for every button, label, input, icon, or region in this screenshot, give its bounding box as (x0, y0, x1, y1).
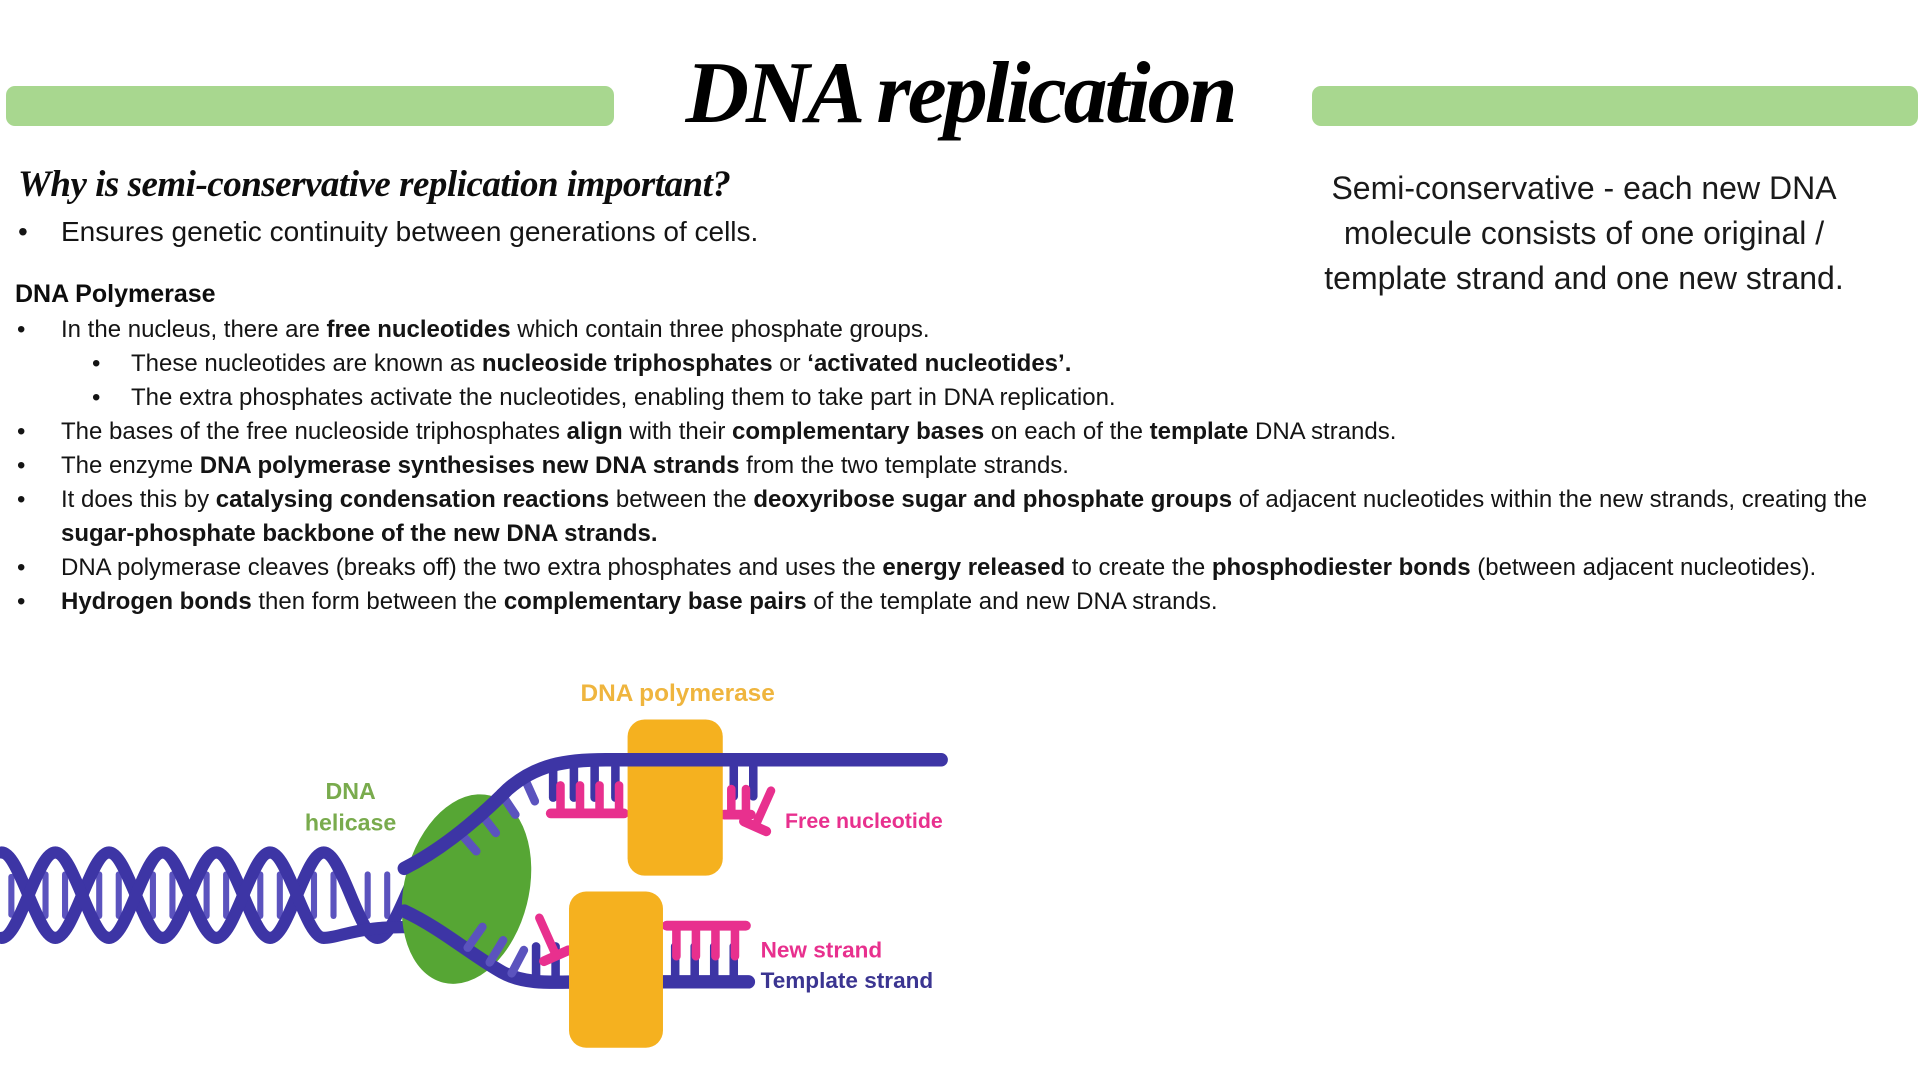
bullet-marker: • (92, 384, 101, 411)
dna-replication-illustration: DNA polymerase DNA helicase Free nucleot… (0, 680, 948, 1048)
bullet-item: • DNA polymerase cleaves (breaks off) the… (0, 551, 1876, 585)
upper-new-strand-comb (545, 781, 756, 820)
bullet-marker: • (17, 486, 26, 513)
template-strand-upper (397, 753, 948, 876)
lower-fork (397, 891, 756, 1048)
lower-new-strand-comb (661, 920, 751, 961)
bullet-item: • In the nucleus, there are free nucleoti… (0, 313, 1876, 347)
bullet-item: • These nucleotides are known as nucleosi… (0, 347, 1876, 381)
side-note: Semi-conservative - each new DNA molecul… (1284, 166, 1884, 301)
bullet-marker: • (17, 554, 26, 581)
section-heading: DNA Polymerase (15, 280, 216, 308)
bullet-item: • The extra phosphates activate the nucle… (0, 381, 1876, 415)
diagram-label-new-strand: New strand (761, 937, 883, 962)
answer-bullet-text: Ensures genetic continuity between gener… (61, 216, 759, 247)
bullet-text: In the nucleus, there are free nucleotid… (61, 316, 930, 343)
dna-replication-diagram: DNA polymerase DNA helicase Free nucleot… (0, 667, 955, 1077)
helix-rungs (8, 871, 391, 919)
bullet-text: These nucleotides are known as nucleosid… (131, 350, 1072, 377)
bullet-item: • It does this by catalysing condensation… (0, 483, 1876, 551)
template-strand-lower (397, 904, 756, 989)
bullet-list: • In the nucleus, there are free nucleoti… (0, 313, 1876, 619)
free-nucleotide-lower (535, 913, 574, 967)
page-title: DNA replication (685, 45, 1237, 142)
diagram-label-free-nucleotide: Free nucleotide (785, 809, 943, 833)
diagram-label-template-strand: Template strand (761, 968, 934, 993)
bullet-text: The enzyme DNA polymerase synthesises ne… (61, 452, 1069, 479)
accent-bar-right (1312, 86, 1918, 126)
diagram-label-helicase-line1: DNA (325, 778, 375, 804)
polymerase-lower-rect (569, 891, 663, 1048)
upper-fork (397, 719, 948, 876)
bullet-text: DNA polymerase cleaves (breaks off) the … (61, 554, 1817, 581)
free-nucleotide-upper (739, 786, 776, 837)
side-note-line: template strand and one new strand. (1324, 260, 1844, 296)
bullet-item: • The bases of the free nucleoside tripho… (0, 415, 1876, 449)
bullet-text: The bases of the free nucleoside triphos… (61, 418, 1397, 445)
dna-double-helix (0, 846, 435, 944)
diagram-label-helicase-line2: helicase (305, 810, 397, 836)
bullet-marker: • (17, 418, 26, 445)
side-note-line: Semi-conservative - each new DNA (1331, 170, 1837, 206)
bullet-marker: • (17, 316, 26, 343)
question-heading: Why is semi-conservative replication imp… (18, 164, 731, 205)
lower-curve-teeth (463, 922, 529, 978)
side-note-line: molecule consists of one original / (1343, 215, 1825, 251)
bullet-text: It does this by catalysing condensation … (61, 486, 1868, 547)
diagram-label-dna-polymerase: DNA polymerase (580, 680, 774, 707)
answer-bullet: • Ensures genetic continuity between gen… (18, 216, 758, 248)
polymerase-upper-rect (627, 719, 723, 876)
dna-helicase-blob (401, 794, 532, 984)
bullet-marker: • (17, 588, 26, 615)
bullet-text: The extra phosphates activate the nucleo… (131, 384, 1116, 411)
bullet-text: Hydrogen bonds then form between the com… (61, 588, 1218, 615)
bullet-item: • The enzyme DNA polymerase synthesises n… (0, 449, 1876, 483)
accent-bar-left (6, 86, 614, 126)
bullet-marker: • (17, 452, 26, 479)
bullet-marker: • (92, 350, 101, 377)
bullet-marker: • (18, 216, 28, 247)
bullet-item: • Hydrogen bonds then form between the co… (0, 585, 1876, 619)
